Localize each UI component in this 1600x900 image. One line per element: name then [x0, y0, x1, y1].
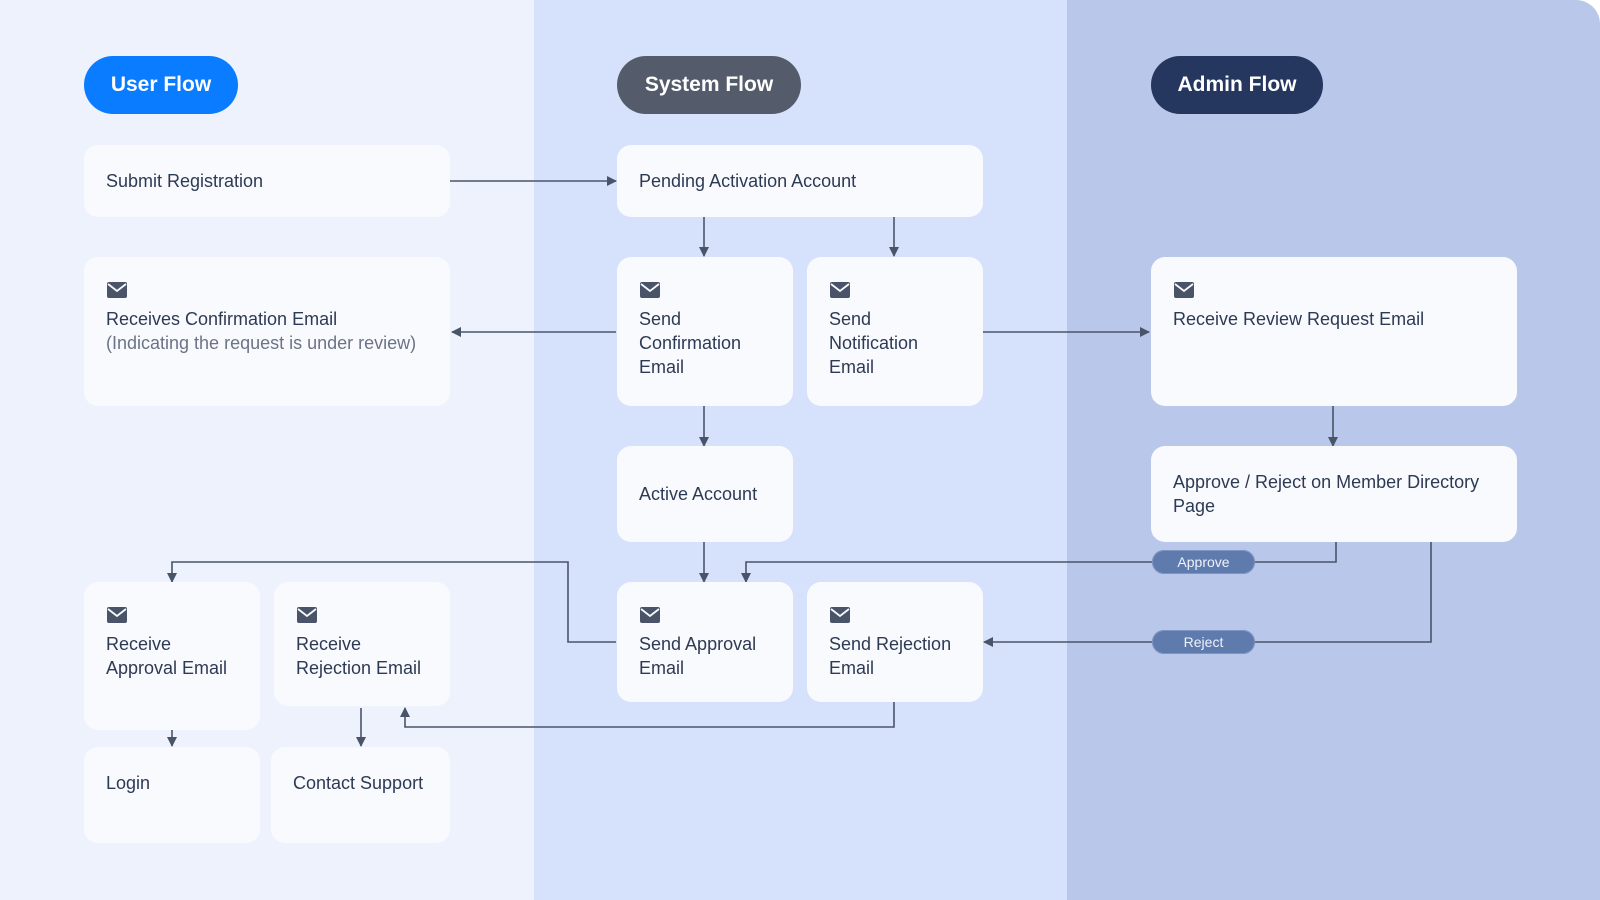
contact-support-node: Contact Support: [271, 747, 450, 843]
node-label: Send Confirmation Email: [639, 309, 742, 377]
node-subtitle: (Indicating the request is under review): [106, 333, 417, 353]
mail-icon: [640, 282, 660, 298]
node-label: Login: [106, 773, 151, 793]
node-label: Receive Review Request Email: [1173, 309, 1425, 329]
mail-icon: [830, 282, 850, 298]
user-flow-lane: [0, 0, 534, 900]
send-notification-email-node: Send Notification Email: [807, 257, 983, 406]
send-rejection-email-node: Send Rejection Email: [807, 582, 983, 702]
active-account-node: Active Account: [617, 446, 793, 542]
node-title: Receives Confirmation Email: [106, 309, 338, 329]
system-flow-heading: System Flow: [617, 56, 801, 114]
mail-icon: [297, 607, 317, 623]
node-label: Pending Activation Account: [639, 171, 857, 191]
mail-icon: [830, 607, 850, 623]
approve-reject-node: Approve / Reject on Member Directory Pag…: [1151, 446, 1517, 542]
mail-icon: [107, 607, 127, 623]
node-label: Send Rejection Email: [829, 634, 952, 678]
admin-flow-heading: Admin Flow: [1151, 56, 1323, 114]
reject-edge-label: Reject: [1152, 630, 1255, 654]
node-label: Receive Approval Email: [106, 634, 228, 678]
approve-edge-label: Approve: [1152, 550, 1255, 574]
node-label: Active Account: [639, 484, 758, 504]
receive-rejection-email-node: Receive Rejection Email: [274, 582, 450, 706]
submit-registration-node: Submit Registration: [84, 145, 450, 217]
system-flow-lane: [534, 0, 1067, 900]
receives-confirmation-email-node: Receives Confirmation Email (Indicating …: [84, 257, 450, 406]
node-label: Contact Support: [293, 773, 424, 793]
login-node: Login: [84, 747, 260, 843]
node-label: Send Approval Email: [639, 634, 757, 678]
send-confirmation-email-node: Send Confirmation Email: [617, 257, 793, 406]
pending-activation-account-node: Pending Activation Account: [617, 145, 983, 217]
mail-icon: [640, 607, 660, 623]
node-label: Submit Registration: [106, 171, 264, 191]
mail-icon: [1174, 282, 1194, 298]
node-label: Send Notification Email: [829, 309, 919, 377]
node-label: Approve / Reject on Member Directory Pag…: [1173, 472, 1480, 516]
receive-review-request-email-node: Receive Review Request Email: [1151, 257, 1517, 406]
receive-approval-email-node: Receive Approval Email: [84, 582, 260, 730]
mail-icon: [107, 282, 127, 298]
user-flow-heading: User Flow: [84, 56, 238, 114]
node-label: Receive Rejection Email: [296, 634, 422, 678]
send-approval-email-node: Send Approval Email: [617, 582, 793, 702]
